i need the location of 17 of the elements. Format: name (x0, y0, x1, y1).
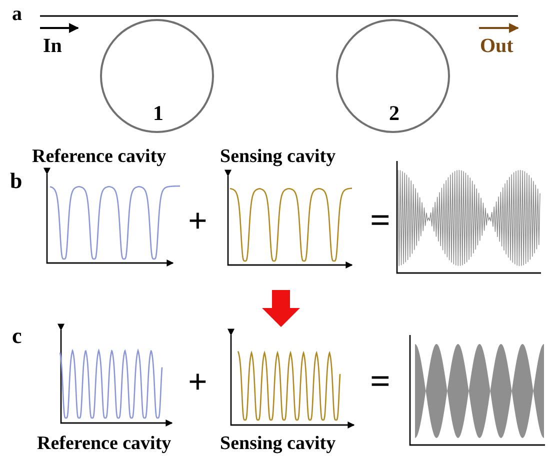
plus-sign: + (188, 366, 208, 400)
panel-letter: b (10, 170, 22, 192)
plot-title: Sensing cavity (220, 147, 336, 166)
port-label: Out (480, 36, 514, 56)
port-label: In (43, 36, 62, 56)
ring-number: 2 (389, 103, 400, 124)
equals-sign: = (370, 363, 391, 399)
panel-letter: a (12, 4, 22, 24)
plot-title: Reference cavity (32, 147, 166, 166)
plot-title: Sensing cavity (220, 434, 336, 453)
plot-title: Reference cavity (37, 434, 172, 453)
equals-sign: = (370, 202, 391, 238)
ring-number: 1 (153, 103, 164, 124)
ring-resonator (336, 19, 450, 133)
ring-resonator (100, 19, 214, 133)
panel-letter: c (12, 325, 22, 347)
plus-sign: + (188, 205, 208, 239)
